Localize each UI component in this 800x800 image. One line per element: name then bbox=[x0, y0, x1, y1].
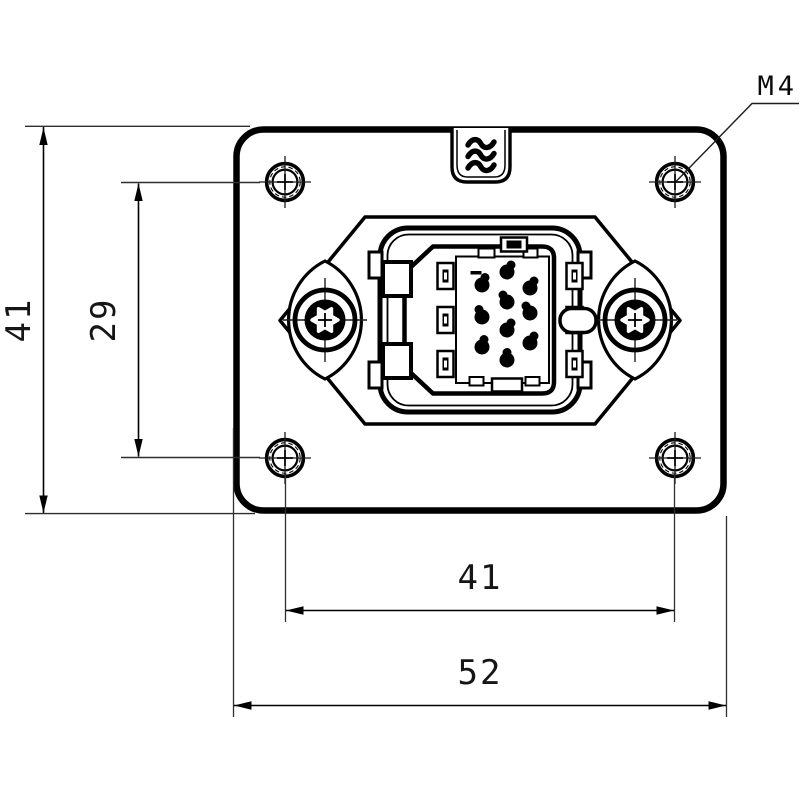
thread-callout-label: M4 bbox=[757, 71, 798, 102]
connector-housing bbox=[367, 225, 598, 415]
dim-overall-width-label: 52 bbox=[458, 653, 503, 693]
right-torx-screw-icon bbox=[593, 278, 677, 362]
housing-tab bbox=[367, 250, 384, 280]
dimension-overall-height: 41 bbox=[0, 125, 255, 515]
housing-tab bbox=[367, 360, 384, 390]
latch-block bbox=[381, 260, 413, 298]
dimension-hole-spacing-vertical: 29 bbox=[84, 181, 260, 459]
thread-callout: M4 bbox=[675, 71, 799, 182]
mounting-hole-top-left bbox=[259, 156, 311, 208]
coding-key-top bbox=[477, 236, 539, 259]
manufacturer-logo-icon bbox=[465, 136, 497, 174]
coding-key-bottom bbox=[468, 376, 541, 393]
left-torx-screw-icon bbox=[283, 278, 367, 362]
dimension-overall-width: 52 bbox=[232, 428, 728, 717]
contact-pins bbox=[470, 260, 539, 368]
dimension-hole-spacing-horizontal: 41 bbox=[284, 474, 676, 622]
dim-hole-spacing-vertical-label: 29 bbox=[84, 298, 124, 343]
logo-tab bbox=[450, 128, 512, 184]
dim-hole-spacing-horizontal-label: 41 bbox=[458, 558, 503, 598]
polarization-slots-left bbox=[436, 261, 455, 379]
guide-nub bbox=[558, 306, 598, 335]
latch-block bbox=[381, 342, 413, 380]
dim-overall-height-label: 41 bbox=[0, 298, 39, 343]
